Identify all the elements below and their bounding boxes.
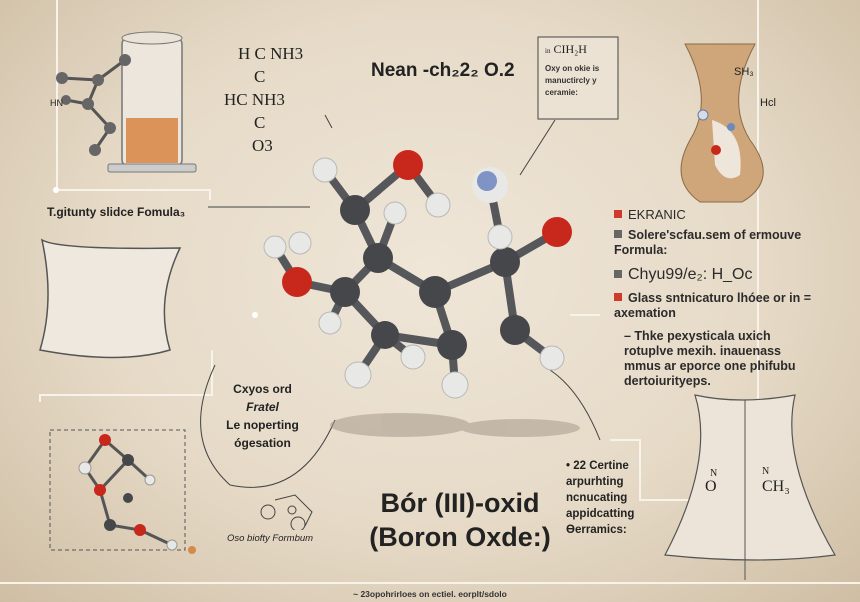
flask-label: N (762, 466, 770, 477)
note-formula: CIH₂H (553, 42, 587, 56)
vase-label-sh: SH₃ (734, 66, 754, 78)
note-prefix: in (545, 47, 551, 55)
beaker-left (39, 238, 182, 359)
structure-line: H C NH3 (238, 44, 304, 63)
info-item: EKRANIC (614, 207, 814, 222)
flask-label: N (710, 468, 718, 479)
info-panel: EKRANIC Solere'scfau.sem of ermouve Form… (614, 207, 814, 389)
footer-caption: ~ 23opohrirloes on ectiel. eorplt/sdolo (353, 589, 507, 599)
structure-formula-top: H C NH3 C HC NH3 C O3 (224, 42, 304, 157)
structure-line: HC NH3 (224, 90, 285, 109)
molecule-model (263, 150, 572, 399)
oval-note: Cxyos ord Fratel Le noperting ógesation (226, 382, 299, 450)
structure-line: C (254, 67, 266, 86)
note-text: Oxy on okie is manuctircly y ceramie: (545, 64, 600, 97)
compound-title: Bór (III)-oxid (Boron Oxde:) (360, 486, 560, 554)
left-formula-label: T.gitunty slidce Fomula₃ (47, 205, 186, 219)
flask-label: CH₃ (762, 478, 790, 495)
info-item: Solere'scfau.sem of ermouve Formula: (614, 228, 802, 257)
small-structure-caption: Oso biofty Formbum (227, 533, 314, 544)
vase-label-hcl: Hcl (760, 97, 776, 109)
compound-name-english: (Boron Oxde:) (369, 522, 551, 552)
graduated-cylinder (56, 31, 197, 173)
hn-label: HN (50, 98, 63, 108)
structure-line: O3 (252, 136, 273, 155)
frame-lines (0, 0, 860, 584)
main-formula: Nean -ch₂2₂ O.2 (371, 60, 515, 81)
structure-line: C (254, 113, 266, 132)
note-box: in CIH₂H Oxy on okie is manuctircly y ce… (545, 42, 615, 99)
small-ring-structure (260, 494, 313, 530)
note-box-frame (537, 36, 619, 120)
info-item: Chyu99/e₂: H_Oc (614, 265, 814, 285)
flask-right (664, 394, 836, 561)
info-paragraph: – Thke pexysticala uxich rotuplve mexih.… (624, 329, 796, 388)
flask-label: O (705, 478, 717, 495)
compound-name: Bór (III)-oxid (380, 488, 540, 518)
info-item: Glass sntnicaturo lhóee or in = axematio… (614, 291, 812, 320)
